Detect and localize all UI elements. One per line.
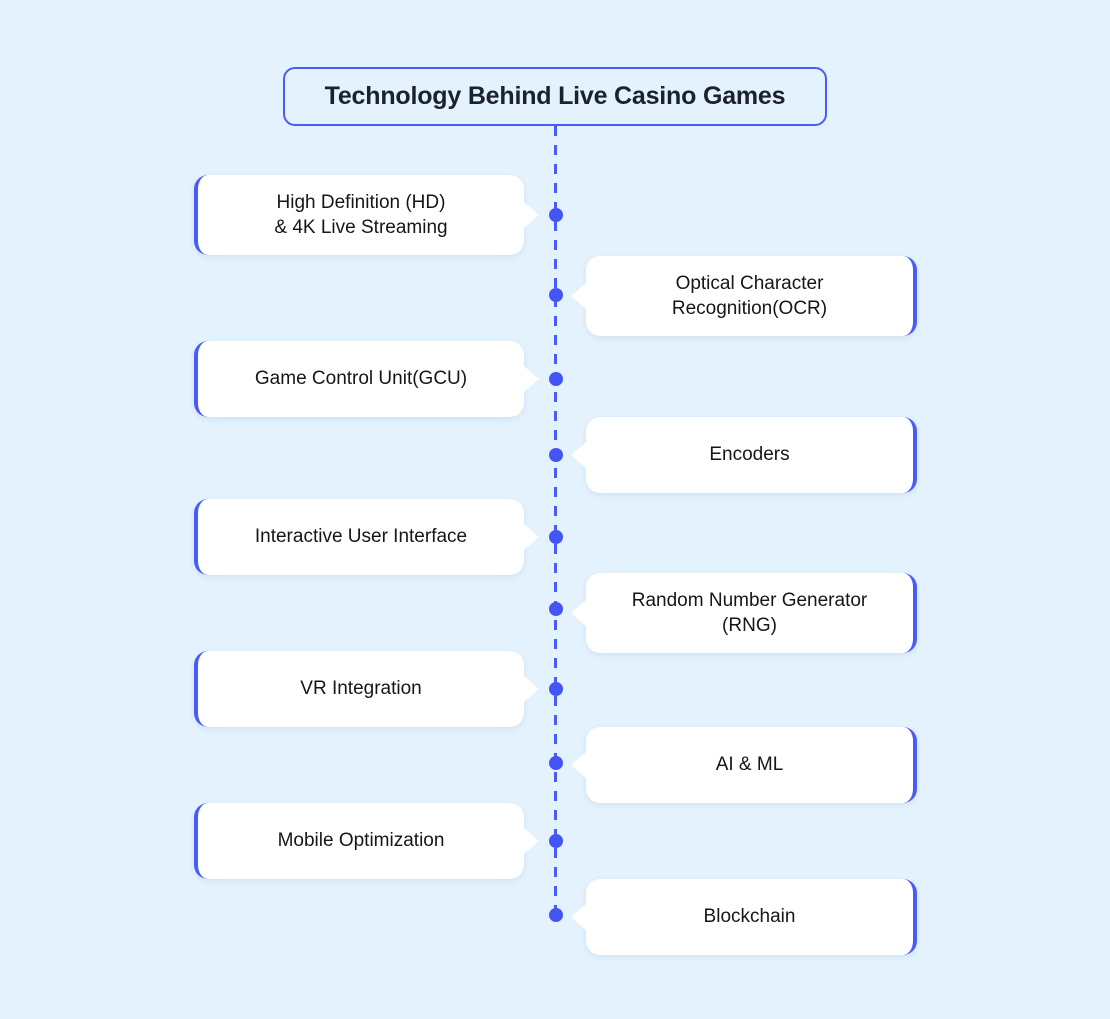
timeline-card-left-3[interactable]: Game Control Unit(GCU) [194, 341, 539, 417]
timeline-dot-5 [548, 530, 563, 544]
timeline-card-label: High Definition (HD)& 4K Live Streaming [274, 191, 448, 238]
timeline-card-label: AI & ML [715, 754, 784, 776]
timeline-dot-3 [548, 372, 563, 386]
diagram-title-box: Technology Behind Live Casino Games [283, 67, 827, 126]
timeline-card-left-9[interactable]: Mobile Optimization [194, 803, 539, 879]
page-title: Technology Behind Live Casino Games [324, 82, 786, 110]
timeline-card-left-1[interactable]: High Definition (HD)& 4K Live Streaming [194, 175, 539, 255]
timeline-card-right-10[interactable]: Blockchain [571, 879, 917, 955]
timeline-dot-2 [548, 288, 563, 302]
timeline-card-left-5[interactable]: Interactive User Interface [194, 499, 539, 575]
timeline-dot-8 [548, 756, 563, 770]
timeline-card-left-7[interactable]: VR Integration [194, 651, 539, 727]
timeline-card-right-6[interactable]: Random Number Generator(RNG) [571, 573, 917, 653]
timeline-dot-9 [548, 834, 563, 848]
timeline-card-label: VR Integration [300, 678, 422, 700]
timeline-dot-10 [548, 908, 563, 922]
timeline-dot-1 [548, 208, 563, 222]
timeline-card-label: Random Number Generator(RNG) [631, 589, 868, 636]
timeline-card-label: Blockchain [703, 906, 796, 928]
timeline-card-right-4[interactable]: Encoders [571, 417, 917, 493]
timeline-card-right-8[interactable]: AI & ML [571, 727, 917, 803]
timeline-dot-7 [548, 682, 563, 696]
timeline-card-label: Interactive User Interface [254, 526, 468, 548]
timeline-dot-6 [548, 602, 563, 616]
timeline-card-label: Game Control Unit(GCU) [254, 368, 468, 390]
timeline-card-label: Mobile Optimization [277, 830, 445, 852]
timeline-card-label: Encoders [709, 444, 790, 466]
timeline-dot-4 [548, 448, 563, 462]
timeline-dashed-line [554, 126, 557, 915]
